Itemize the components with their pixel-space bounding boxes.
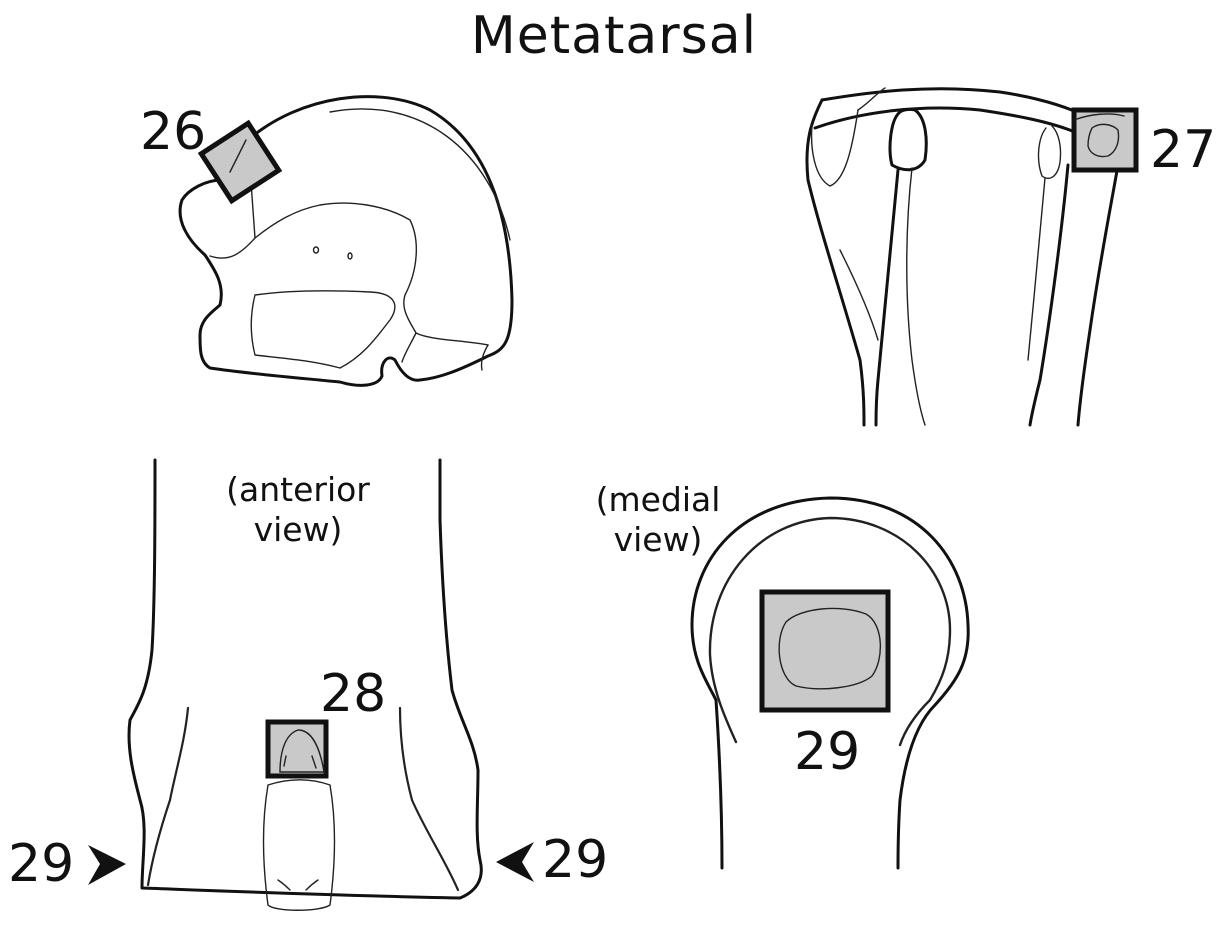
proximal-end-view <box>178 95 514 387</box>
caption-anterior-view: (anterior view) <box>226 470 370 549</box>
label-29-right: 29 <box>542 830 609 890</box>
label-29-medial: 29 <box>794 722 861 782</box>
site-27-box <box>1071 107 1139 173</box>
label-28: 28 <box>320 664 387 724</box>
caption-medial-view: (medial view) <box>595 480 721 559</box>
arrow-29-left <box>88 845 126 885</box>
arrow-29-right <box>496 842 534 882</box>
site-26-box <box>197 119 283 205</box>
distal-anterior-view <box>88 458 534 911</box>
distal-medial-view <box>690 496 970 870</box>
label-27: 27 <box>1150 120 1217 180</box>
label-29-left: 29 <box>8 834 75 894</box>
figure-title: Metatarsal <box>470 6 758 66</box>
label-26: 26 <box>140 102 207 162</box>
proximal-shaft-view <box>805 87 1139 427</box>
